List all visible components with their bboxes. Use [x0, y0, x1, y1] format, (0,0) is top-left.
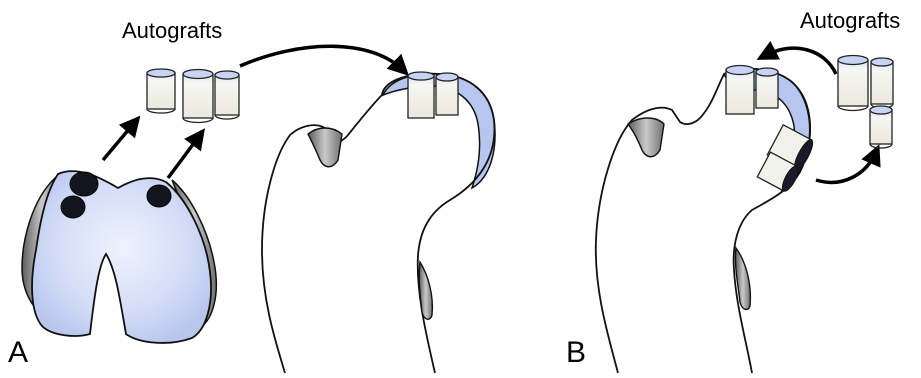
harvest-arrow-1 — [103, 122, 135, 160]
graft-plug — [870, 106, 892, 148]
graft-plug — [871, 58, 893, 108]
implanted-graft — [726, 66, 754, 115]
femur-a — [262, 72, 495, 373]
autografts-label-b: Autografts — [800, 8, 900, 34]
graft-plug — [183, 70, 213, 123]
harvest-site-3 — [147, 185, 171, 207]
trochanter-bone-a — [308, 128, 342, 167]
femur-outline-b — [596, 69, 810, 373]
transfer-arrow-b-bottom — [816, 152, 876, 182]
harvest-site-1 — [70, 172, 98, 196]
graft-plug — [838, 56, 868, 111]
implanted-graft — [408, 72, 434, 118]
implanted-graft — [436, 73, 458, 115]
autografts-label-a: Autografts — [122, 18, 222, 44]
transfer-arrow-a — [240, 46, 403, 70]
panel-b — [596, 48, 893, 373]
lesser-trochanter-a — [419, 262, 432, 319]
graft-plug — [215, 71, 239, 119]
implanted-graft — [756, 68, 778, 108]
autograft-group-b — [838, 56, 893, 149]
harvest-site-2 — [61, 196, 85, 218]
autograft-group-a — [147, 69, 239, 123]
panel-label-a: A — [8, 336, 28, 370]
harvest-arrow-2 — [168, 135, 200, 178]
knee-condyles — [22, 171, 216, 343]
trochanter-bone-b — [628, 118, 664, 157]
graft-plug — [147, 69, 175, 113]
panel-label-b: B — [566, 336, 586, 370]
femur-b — [596, 66, 816, 374]
femur-outline-a — [262, 74, 494, 373]
panel-a — [22, 46, 495, 373]
